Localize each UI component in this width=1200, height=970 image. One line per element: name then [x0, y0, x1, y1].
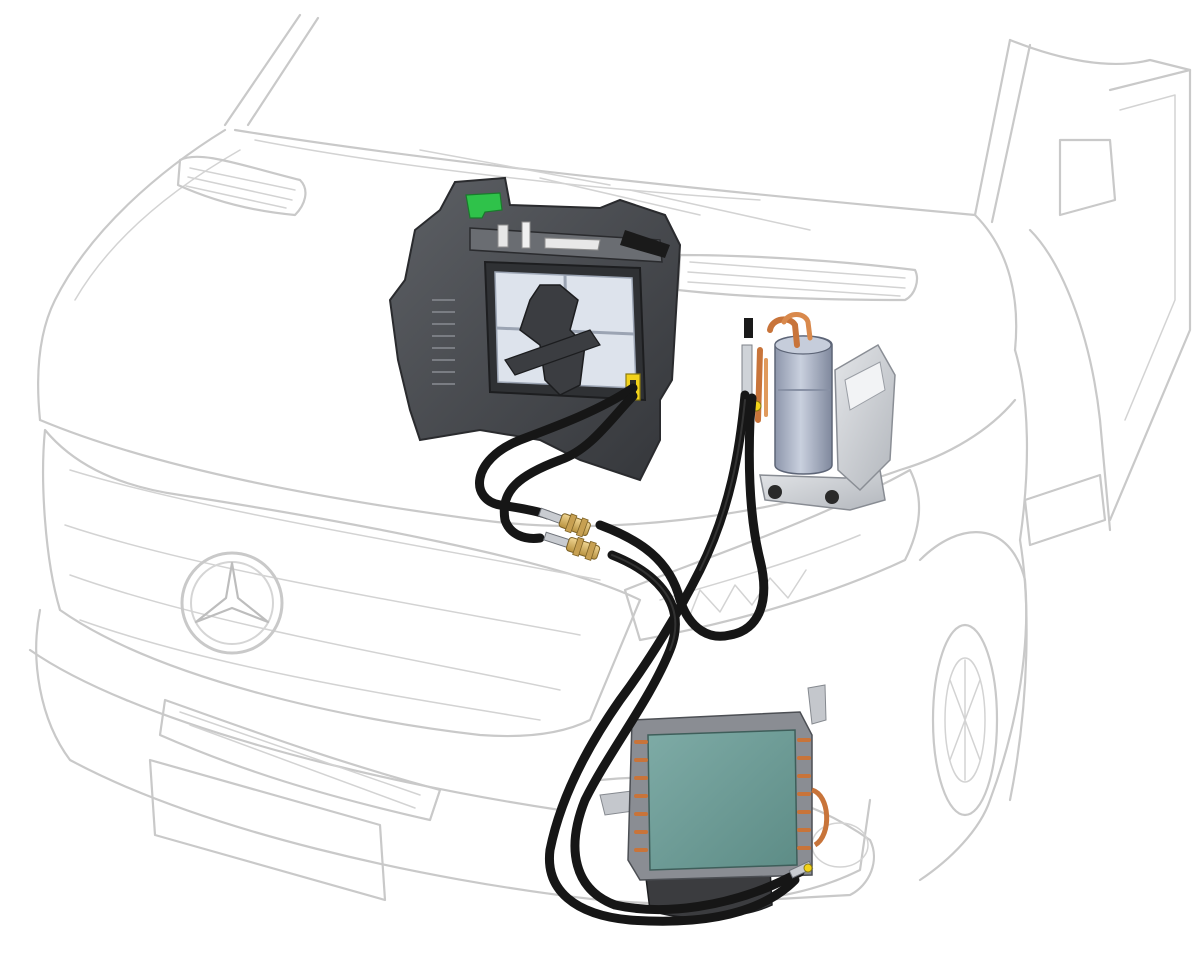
electric-compressor [741, 312, 896, 511]
condenser-hose-fittings [788, 860, 814, 879]
van-body-outline [28, 13, 1192, 905]
mercedes-star-icon [180, 551, 284, 655]
green-clip-icon [465, 192, 503, 219]
hose-couplings [537, 507, 601, 561]
refrigerant-hoses [475, 383, 805, 926]
condenser [599, 684, 830, 919]
